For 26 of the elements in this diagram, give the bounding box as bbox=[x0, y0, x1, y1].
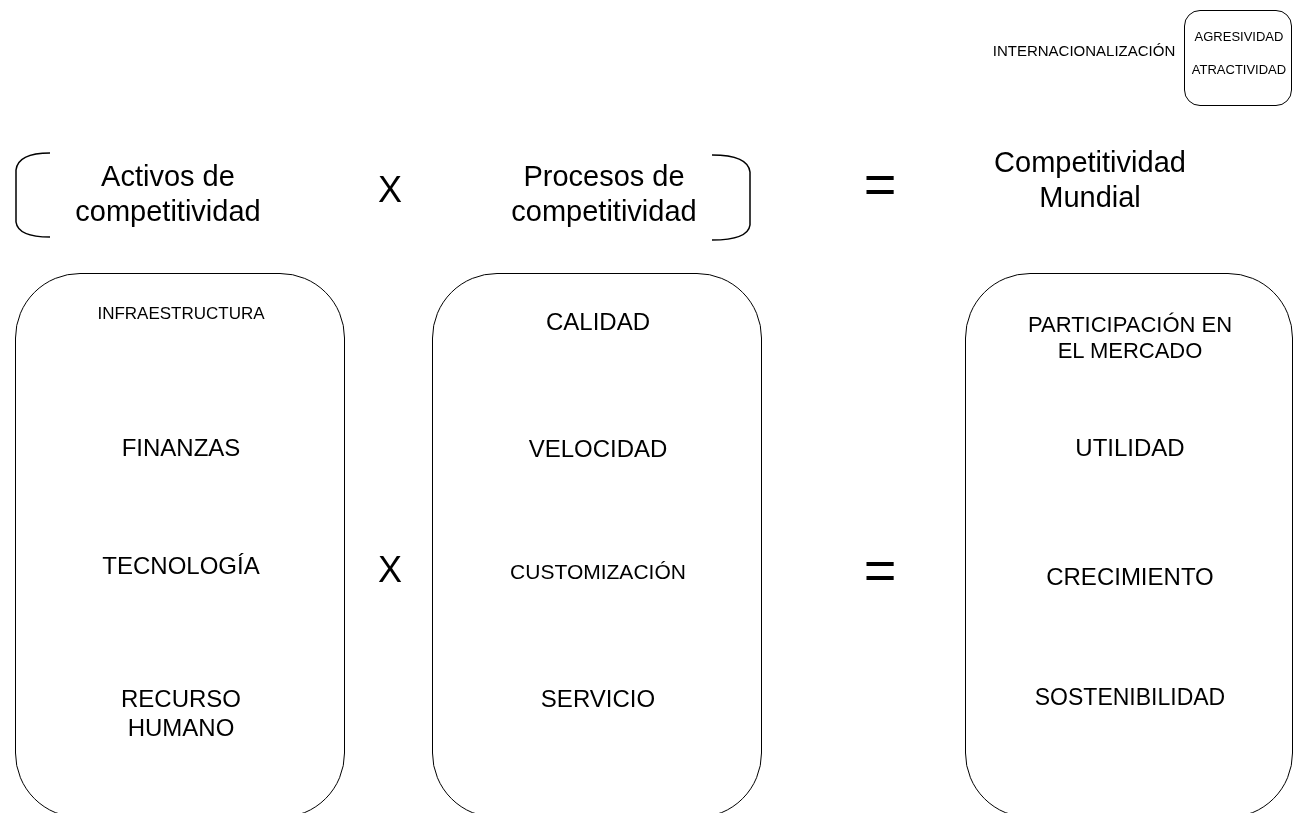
item-text: SERVICIO bbox=[539, 684, 657, 714]
item-text: TECNOLOGÍA bbox=[101, 551, 261, 581]
times-sign: X bbox=[377, 548, 403, 592]
item-text: SOSTENIBILIDAD bbox=[1033, 684, 1227, 712]
item-text: FINANZAS bbox=[120, 433, 242, 463]
equals-sign: = bbox=[862, 547, 898, 593]
heading: Activos de competitividad bbox=[74, 159, 262, 229]
rounded-panel bbox=[15, 273, 345, 813]
rounded-panel bbox=[965, 273, 1293, 813]
heading: Competitividad Mundial bbox=[993, 145, 1187, 215]
item-text: RECURSO HUMANO bbox=[120, 685, 242, 743]
item-text: INFRAESTRUCTURA bbox=[96, 303, 266, 325]
item-text: PARTICIPACIÓN EN EL MERCADO bbox=[1026, 311, 1234, 365]
side-label: INTERNACIONALIZACIÓN bbox=[992, 42, 1176, 60]
rounded-box bbox=[1184, 10, 1292, 106]
item-text: CUSTOMIZACIÓN bbox=[509, 559, 687, 585]
item-text: ATRACTIVIDAD bbox=[1190, 62, 1288, 78]
item-text: AGRESIVIDAD bbox=[1193, 29, 1285, 45]
heading: Procesos de competitividad bbox=[510, 159, 698, 229]
item-text: VELOCIDAD bbox=[527, 434, 669, 464]
rounded-panel bbox=[432, 273, 762, 813]
equals-sign: = bbox=[862, 161, 898, 207]
item-text: CALIDAD bbox=[545, 307, 651, 337]
item-text: UTILIDAD bbox=[1074, 433, 1186, 463]
times-sign: X bbox=[377, 168, 403, 212]
item-text: CRECIMIENTO bbox=[1045, 562, 1215, 592]
